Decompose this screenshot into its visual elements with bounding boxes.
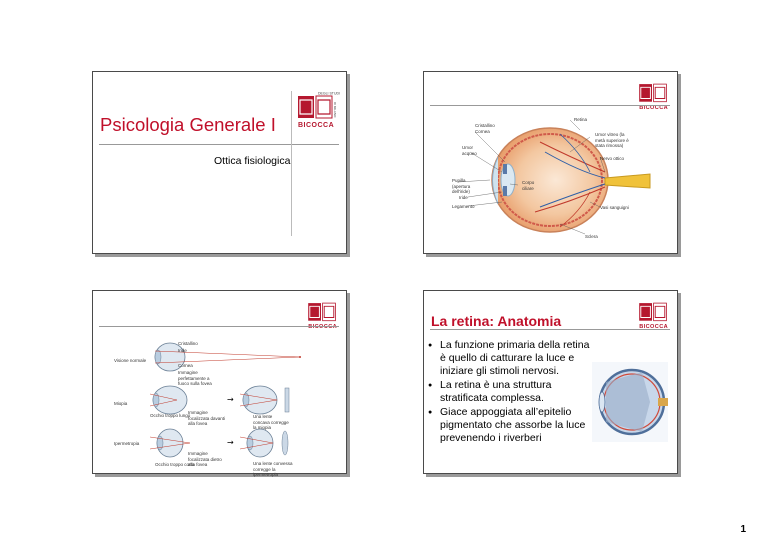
label-lente-convessa: Una lente convessa corregge la ipermetro…: [253, 461, 293, 477]
label-lente-concava: Una lente concava corregge la miopia: [253, 414, 289, 430]
svg-text:→: →: [227, 395, 234, 404]
slide4-title: La retina: Anatomia: [431, 313, 562, 329]
label-immagine-normale: Immagine perfettamente a fuoco sulla fov…: [178, 370, 212, 386]
slide-3: [92, 290, 347, 474]
bullet-item: La funzione primaria della retina è quel…: [428, 339, 598, 378]
label-miopia: Miopia: [114, 401, 128, 406]
label-cornea: Cornea: [475, 129, 490, 134]
svg-text:→: →: [227, 438, 234, 447]
svg-text:BICOCCA: BICOCCA: [298, 122, 334, 129]
title-divider: [430, 329, 670, 330]
logo-divider: [99, 326, 339, 327]
label-nervo-ottico: Nervo ottico: [600, 156, 625, 161]
label-umor-acqueo: Umor acqueo: [462, 145, 477, 156]
label-immagine-dietro: Immagine focalizzata dietro alla fovea: [188, 451, 222, 467]
label-pupilla: Pupilla (apertura dell'iride): [452, 178, 471, 194]
bullet-item: La retina è una struttura stratificata c…: [428, 379, 598, 405]
bullet-item: Giace appoggiata all’epitelio pigmentato…: [428, 406, 598, 445]
page-number: 1: [740, 524, 746, 535]
eye-anatomy-illustration: [457, 119, 651, 235]
vertical-divider: [291, 91, 292, 236]
label-cristallino: Cristallino: [475, 123, 495, 128]
university-logo: BICOCCA: [639, 302, 668, 330]
label-vasi-sanguigni: Vasi sanguigni: [600, 205, 629, 210]
label-cristallino: Cristallino: [178, 341, 198, 346]
university-logo: BICOCCA: [639, 83, 668, 111]
svg-text:BICOCCA: BICOCCA: [639, 324, 668, 330]
label-iride: Iride: [459, 195, 468, 200]
bullet-list: La funzione primaria della retina è quel…: [428, 339, 598, 446]
slide1-title: Psicologia Generale I: [100, 114, 276, 135]
label-umor-vitreo: Umor vitreo (la metà superiore è stata r…: [595, 132, 629, 148]
retina-cross-section-image: [592, 362, 668, 442]
title-divider: [99, 144, 339, 145]
label-iride: Iride: [178, 348, 187, 353]
label-occhio-lungo: Occhio troppo lungo: [150, 413, 191, 418]
university-logo: DEGLI STUDI DI MILANO BICOCCA: [298, 92, 340, 129]
label-visione-normale: Visione normale: [114, 358, 147, 363]
svg-text:BICOCCA: BICOCCA: [639, 105, 668, 111]
label-legamento: Legamento: [452, 204, 475, 209]
refraction-diagram: → →: [149, 342, 301, 458]
logo-divider: [430, 105, 670, 106]
label-occhio-corto: Occhio troppo corto: [155, 462, 195, 467]
label-retina: Retina: [574, 117, 588, 122]
label-cornea: Cornea: [178, 363, 193, 368]
svg-text:DI MILANO: DI MILANO: [333, 102, 337, 118]
university-logo: BICOCCA: [308, 302, 337, 330]
label-immagine-davanti: Immagine focalizzata davanti alla fovea: [188, 410, 226, 426]
slide1-subtitle: Ottica fisiologica: [214, 155, 291, 167]
label-ipermetropia: Ipermetropia: [114, 441, 140, 446]
label-sclera: Sclera: [585, 234, 598, 239]
svg-text:DEGLI STUDI: DEGLI STUDI: [318, 92, 340, 96]
label-corpo-ciliare: Corpo ciliare: [522, 180, 535, 191]
